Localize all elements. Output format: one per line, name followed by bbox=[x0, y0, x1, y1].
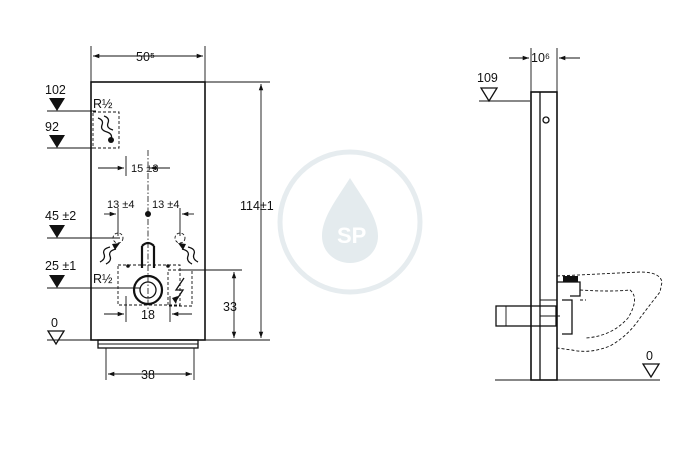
flush-height-label: 33 bbox=[223, 300, 237, 314]
width-label: 50⁵ bbox=[136, 50, 155, 64]
offset-15-label: 15 ±3 bbox=[131, 163, 158, 175]
svg-text:0: 0 bbox=[51, 316, 58, 330]
angle-valve-right bbox=[174, 232, 199, 265]
water-inlet-lower-label: R½ bbox=[93, 272, 113, 286]
svg-text:109: 109 bbox=[477, 71, 498, 85]
level-marker-109: 109 bbox=[477, 71, 530, 103]
side-panel bbox=[530, 91, 558, 381]
offset-13-right-label: 13 ±4 bbox=[152, 199, 179, 211]
level-marker-0-side: 0 bbox=[641, 349, 661, 379]
offset-13-left-label: 13 ±4 bbox=[107, 199, 134, 211]
level-marker-102: 102 bbox=[45, 83, 96, 112]
side-view: 10⁶ 109 0 bbox=[477, 48, 663, 381]
wc-bowl-outline bbox=[556, 271, 663, 352]
svg-text:SP: SP bbox=[337, 223, 366, 248]
flush-pipe bbox=[132, 241, 164, 306]
svg-text:45 ±2: 45 ±2 bbox=[45, 209, 76, 223]
level-marker-25: 25 ±1 bbox=[45, 259, 140, 289]
angle-valve-left bbox=[99, 232, 124, 265]
flush-width-label: 18 bbox=[141, 308, 155, 322]
base-width-label: 38 bbox=[141, 368, 155, 382]
level-marker-45: 45 ±2 bbox=[45, 209, 120, 239]
level-marker-92: 92 bbox=[45, 120, 96, 149]
svg-text:R½: R½ bbox=[93, 97, 113, 111]
level-marker-0-front: 0 bbox=[46, 316, 98, 346]
drain-pipe bbox=[495, 305, 560, 327]
svg-text:92: 92 bbox=[45, 120, 59, 134]
depth-label: 10⁶ bbox=[531, 51, 550, 65]
svg-text:25 ±1: 25 ±1 bbox=[45, 259, 76, 273]
droplet-logo-icon bbox=[322, 178, 378, 263]
front-view: 50⁵ 114±1 102 92 R½ 15 ± bbox=[45, 46, 274, 382]
watermark-logo: SP bbox=[277, 149, 423, 295]
water-inlet-upper: R½ bbox=[92, 97, 120, 149]
svg-text:102: 102 bbox=[45, 83, 66, 97]
svg-text:0: 0 bbox=[646, 349, 653, 363]
height-label: 114±1 bbox=[240, 199, 274, 213]
